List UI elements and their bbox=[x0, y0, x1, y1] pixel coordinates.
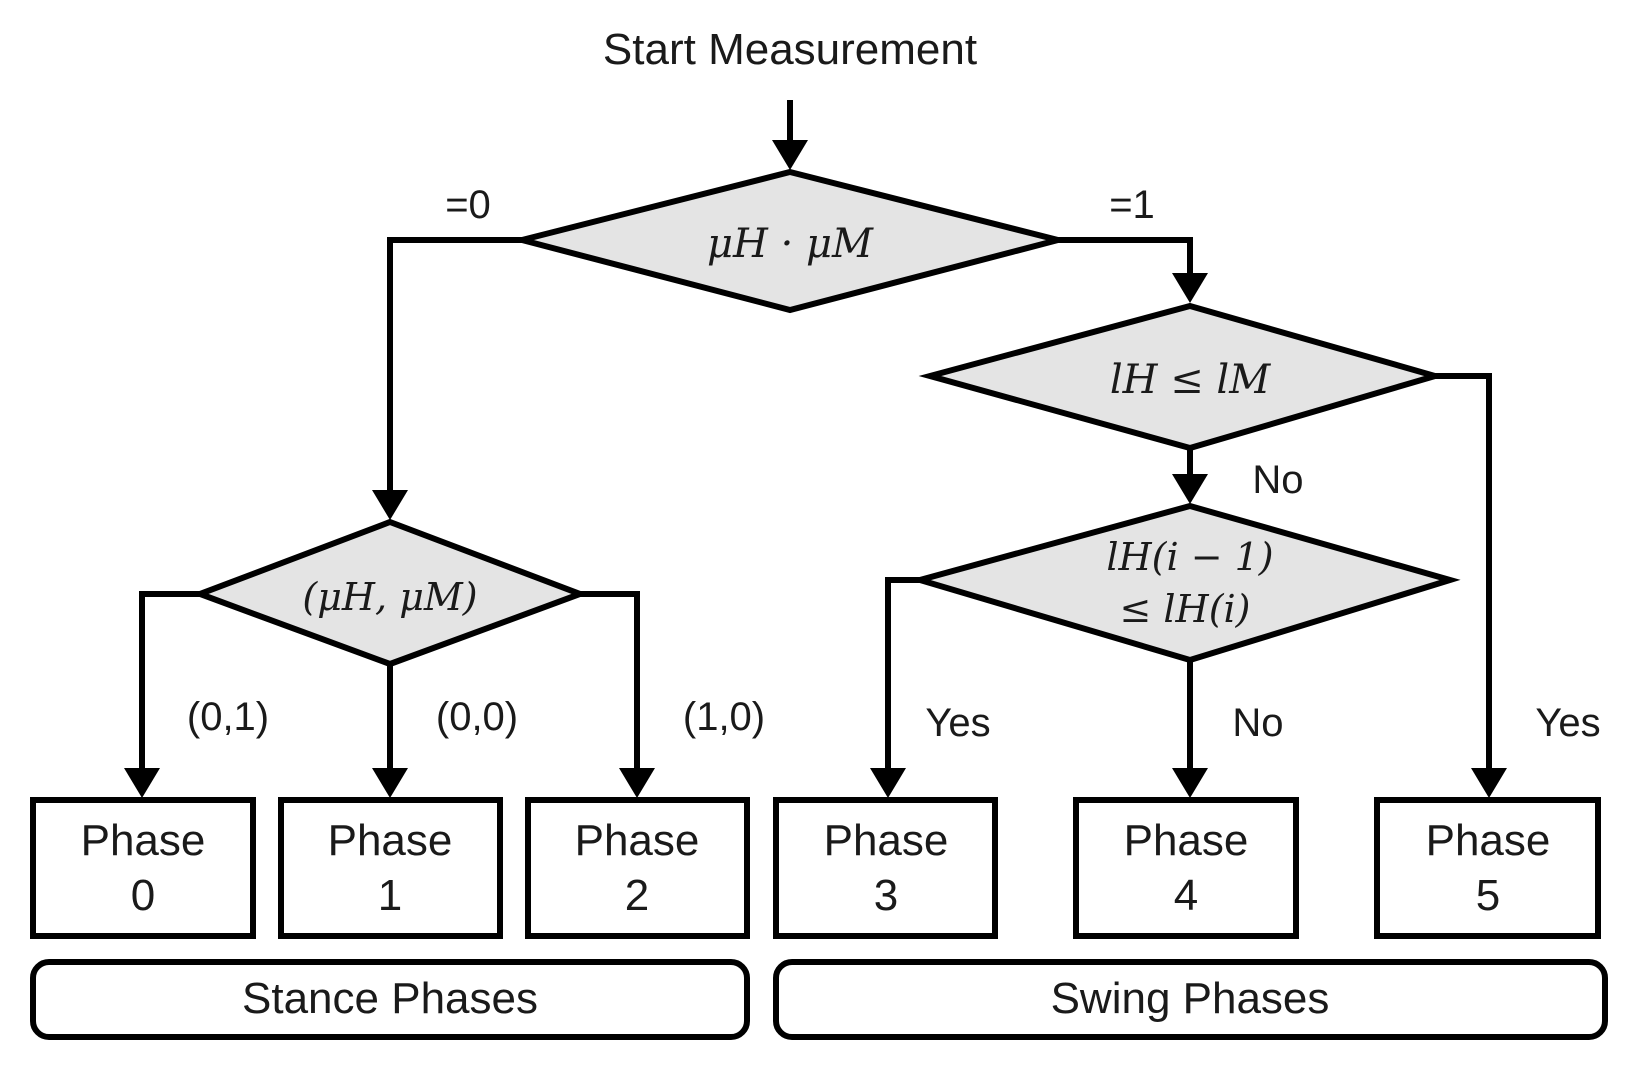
edge-label-pair-10: (1,0) bbox=[683, 695, 765, 739]
group-swing-label: Swing Phases bbox=[1051, 974, 1330, 1023]
phase-1-number: 1 bbox=[378, 871, 402, 920]
phase-box-3: Phase 3 bbox=[773, 797, 998, 939]
edge-label-history-no: No bbox=[1232, 701, 1283, 745]
group-stance-phases: Stance Phases bbox=[30, 959, 750, 1040]
arrowhead-phase5 bbox=[1471, 768, 1507, 798]
group-stance-label: Stance Phases bbox=[242, 974, 538, 1023]
arrowhead-phase4 bbox=[1172, 768, 1208, 798]
phase-2-word: Phase bbox=[575, 816, 700, 865]
phase-0-word: Phase bbox=[81, 816, 206, 865]
arrowhead-phase2 bbox=[619, 768, 655, 798]
edge-label-length-no: No bbox=[1252, 458, 1303, 502]
connector-product-to-length bbox=[1058, 237, 1193, 278]
phase-box-0: Phase 0 bbox=[30, 797, 256, 939]
arrowhead-phase0 bbox=[124, 768, 160, 798]
decision-pair-label: (μH, μM) bbox=[302, 575, 477, 619]
decision-history-line1: lH(i − 1) bbox=[1106, 535, 1273, 579]
phase-1-word: Phase bbox=[328, 816, 453, 865]
phase-5-word: Phase bbox=[1426, 816, 1551, 865]
phase-box-2: Phase 2 bbox=[525, 797, 750, 939]
phase-4-number: 4 bbox=[1174, 871, 1198, 920]
arrowhead-phase1 bbox=[372, 768, 408, 798]
edge-label-product-one: =1 bbox=[1109, 183, 1155, 227]
edge-label-history-yes: Yes bbox=[925, 701, 990, 745]
connector-length-to-phase5 bbox=[1435, 373, 1492, 775]
edge-label-pair-00: (0,0) bbox=[436, 695, 518, 739]
phase-box-1: Phase 1 bbox=[278, 797, 503, 939]
connector-pair-to-phase0 bbox=[139, 591, 200, 775]
group-swing-phases: Swing Phases bbox=[773, 959, 1608, 1040]
phase-box-4: Phase 4 bbox=[1073, 797, 1299, 939]
decision-history bbox=[909, 502, 1461, 664]
start-arrowhead bbox=[772, 140, 808, 170]
start-label: Start Measurement bbox=[603, 25, 977, 74]
phase-0-number: 0 bbox=[131, 871, 155, 920]
arrowhead-pair bbox=[372, 490, 408, 520]
phase-4-word: Phase bbox=[1124, 816, 1249, 865]
edge-label-length-yes: Yes bbox=[1535, 701, 1600, 745]
phase-3-word: Phase bbox=[824, 816, 949, 865]
arrowhead-length bbox=[1172, 273, 1208, 303]
edge-label-pair-01: (0,1) bbox=[187, 695, 269, 739]
decision-product-label: μH · μM bbox=[707, 221, 874, 267]
phase-2-number: 2 bbox=[625, 871, 649, 920]
connector-history-to-phase3 bbox=[885, 577, 920, 775]
phase-3-number: 3 bbox=[874, 871, 898, 920]
phase-5-number: 5 bbox=[1476, 871, 1500, 920]
arrowhead-phase3 bbox=[870, 768, 906, 798]
connector-product-to-pair bbox=[387, 237, 522, 495]
edge-label-product-zero: =0 bbox=[445, 183, 491, 227]
decision-history-line2: ≤ lH(i) bbox=[1119, 587, 1250, 631]
decision-product bbox=[521, 168, 1059, 314]
connector-pair-to-phase2 bbox=[580, 591, 640, 775]
phase-box-5: Phase 5 bbox=[1374, 797, 1601, 939]
decision-length-label: lH ≤ lM bbox=[1110, 357, 1271, 403]
arrowhead-history bbox=[1172, 474, 1208, 504]
